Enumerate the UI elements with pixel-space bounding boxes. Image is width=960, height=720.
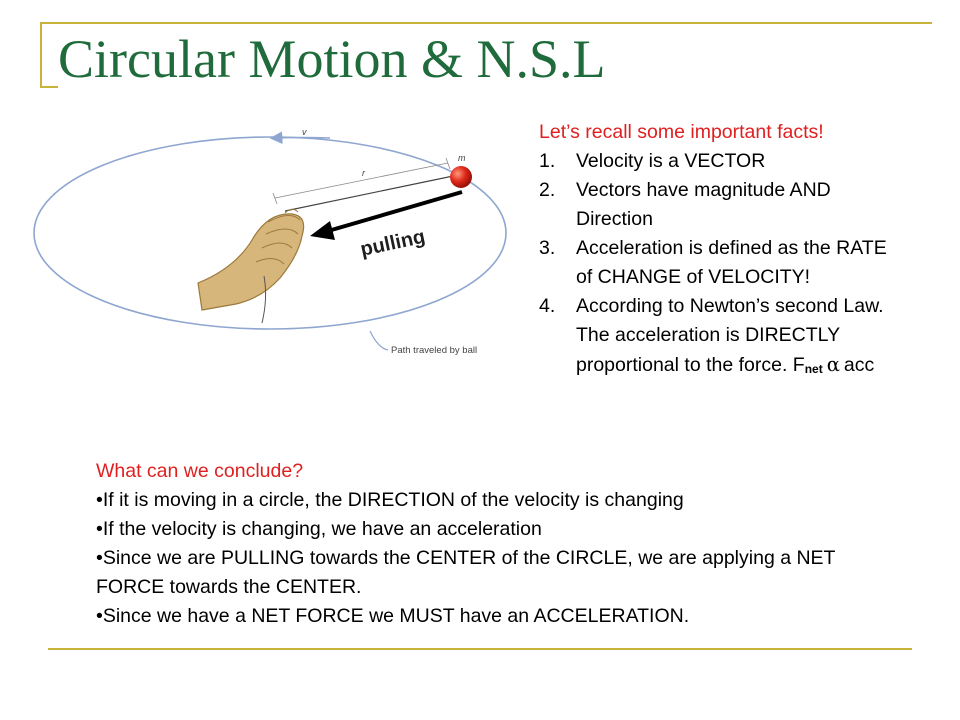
facts-intro: Let’s recall some important facts! xyxy=(539,121,824,143)
list-item: 1.Velocity is a VECTOR xyxy=(539,150,766,172)
hand-illustration xyxy=(197,208,305,311)
facts-list: 1.Velocity is a VECTOR 2.Vectors have ma… xyxy=(539,147,899,384)
proportional-symbol: α xyxy=(826,353,840,376)
label-m: m xyxy=(458,153,466,163)
conclusion-bullet: •If the velocity is changing, we have an… xyxy=(96,518,542,540)
list-item: 4.According to Newton’s second Law. The … xyxy=(539,295,884,376)
label-r: r xyxy=(362,168,366,178)
path-label-leader xyxy=(369,330,389,351)
pulling-label: pulling xyxy=(358,226,427,261)
subscript-net: net xyxy=(804,362,823,376)
list-item: 3.Acceleration is defined as the RATE of… xyxy=(539,237,887,288)
circular-motion-diagram: v r m pulling Path traveled by ball xyxy=(33,127,507,356)
pulling-arrow-shaft xyxy=(327,190,463,233)
ball xyxy=(450,166,472,188)
label-v: v xyxy=(302,127,307,137)
facts-panel: Let’s recall some important facts! 1.Vel… xyxy=(539,118,899,384)
frame-left-line xyxy=(40,22,42,88)
page-title: Circular Motion & N.S.L xyxy=(58,29,606,89)
conclusion-bullet: •Since we are PULLING towards the CENTER… xyxy=(96,547,836,598)
radius-line xyxy=(274,162,449,199)
frame-top-line xyxy=(40,22,932,24)
hanging-string xyxy=(261,275,267,324)
conclusion-bullet: •If it is moving in a circle, the DIRECT… xyxy=(96,489,684,511)
radius-tick-left xyxy=(272,192,278,205)
conclusion-bullet: •Since we have a NET FORCE we MUST have … xyxy=(96,605,690,627)
conclusion-panel: What can we conclude? •If it is moving i… xyxy=(96,457,876,631)
pulling-arrow-head xyxy=(310,221,335,240)
orbit-direction-arrow xyxy=(269,131,331,145)
frame-divider-line xyxy=(40,86,58,88)
path-label: Path traveled by ball xyxy=(391,345,477,356)
conclusion-question: What can we conclude? xyxy=(96,460,304,482)
list-item: 2.Vectors have magnitude AND Direction xyxy=(539,179,831,230)
string-line xyxy=(284,174,459,212)
frame-bottom-line xyxy=(48,648,912,650)
radius-tick-right xyxy=(445,157,451,170)
